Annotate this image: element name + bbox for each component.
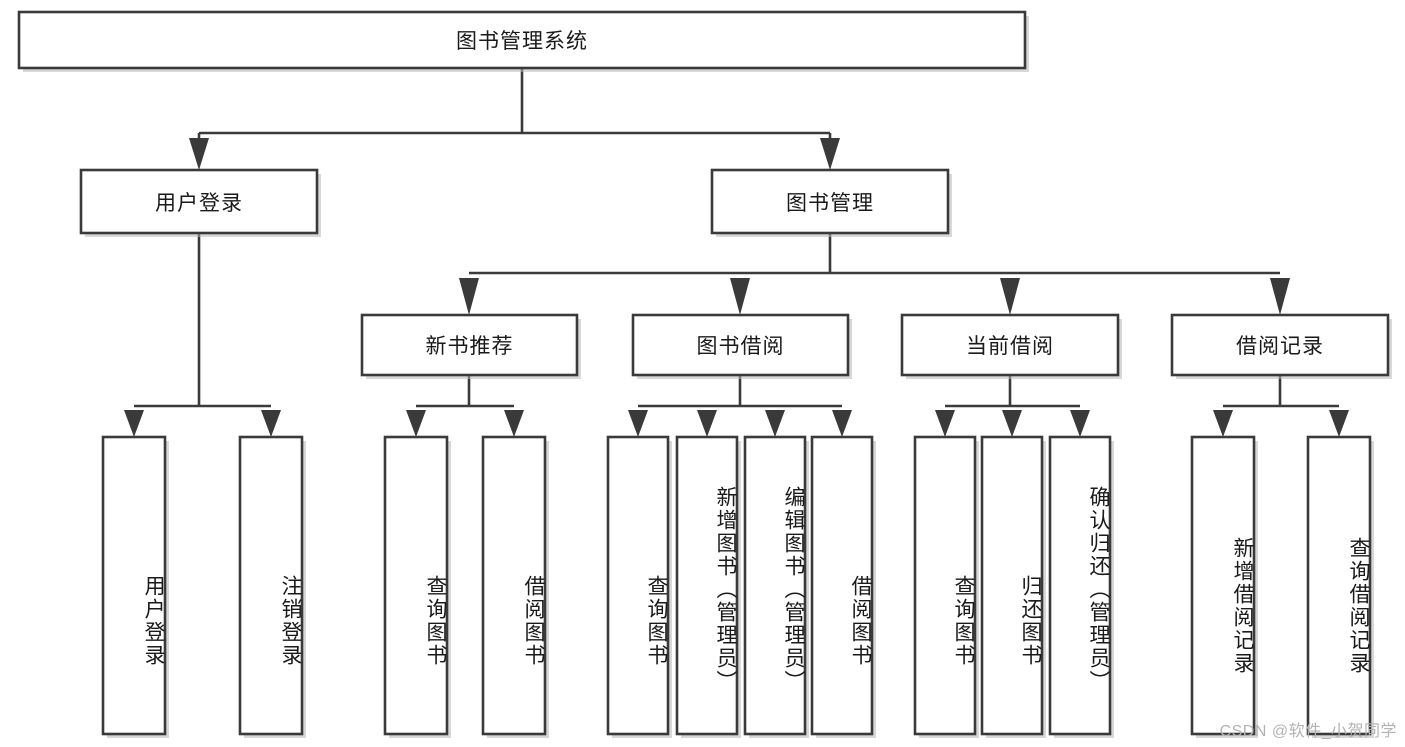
leaf-box[interactable]	[913, 435, 977, 736]
connector-group-book-manage	[459, 233, 1290, 315]
node-book-manage-box[interactable]	[710, 168, 950, 235]
connector-group-new-book-recommend	[406, 375, 524, 437]
node-borrow-record-box[interactable]	[1170, 313, 1390, 377]
arrow-head-book-manage	[820, 138, 840, 170]
leaf-box[interactable]	[383, 435, 449, 736]
leaf-box[interactable]	[743, 435, 807, 736]
leaf-box[interactable]	[1306, 435, 1372, 736]
arrow-head-leaf-user-login	[124, 410, 144, 437]
node-book-borrow-box[interactable]	[631, 313, 850, 377]
arrow-head-leaf-confirm-return	[1070, 410, 1090, 437]
arrow-head-leaf-add-book	[697, 410, 717, 437]
node-borrow-record[interactable]	[1170, 313, 1392, 379]
arrow-head-borrow-record	[1270, 278, 1290, 315]
node-leaf-logout-login[interactable]	[238, 435, 306, 738]
node-leaf-query-record[interactable]	[1306, 435, 1374, 738]
node-leaf-edit-book[interactable]	[743, 435, 809, 738]
leaf-box[interactable]	[101, 435, 167, 736]
leaf-box[interactable]	[810, 435, 874, 736]
node-leaf-return-book[interactable]	[980, 435, 1046, 738]
node-leaf-borrow-book-1[interactable]	[481, 435, 549, 738]
leaf-box[interactable]	[1048, 435, 1112, 736]
arrow-head-new-book-recommend	[459, 278, 479, 315]
leaf-box[interactable]	[606, 435, 670, 736]
connector-group-book-borrow	[628, 375, 852, 437]
node-leaf-confirm-return[interactable]	[1048, 435, 1114, 738]
node-leaf-add-book[interactable]	[675, 435, 741, 738]
node-leaf-add-record[interactable]	[1190, 435, 1258, 738]
node-current-borrow[interactable]	[900, 313, 1122, 379]
arrow-head-leaf-query-book-1	[406, 410, 426, 437]
connector-group-borrow-record	[1213, 375, 1349, 437]
arrow-head-current-borrow	[1000, 278, 1020, 315]
arrow-head-leaf-edit-book	[765, 410, 785, 437]
node-user-login[interactable]	[79, 168, 321, 237]
node-leaf-query-book-1[interactable]	[383, 435, 451, 738]
connector-group-current-borrow	[935, 375, 1090, 437]
node-book-borrow[interactable]	[631, 313, 852, 379]
arrow-head-leaf-add-record	[1213, 410, 1233, 437]
leaf-box[interactable]	[481, 435, 547, 736]
node-new-book-recommend-box[interactable]	[360, 313, 579, 377]
connector-group-root	[189, 68, 840, 170]
arrow-head-leaf-borrow-book-2	[832, 410, 852, 437]
leaf-box[interactable]	[675, 435, 739, 736]
connector-group-user-login	[124, 233, 281, 437]
arrow-head-leaf-query-book-2	[628, 410, 648, 437]
arrow-head-leaf-query-record	[1329, 410, 1349, 437]
arrow-head-leaf-logout-login	[261, 410, 281, 437]
node-leaf-query-book-2[interactable]	[606, 435, 672, 738]
leaf-box[interactable]	[238, 435, 304, 736]
arrow-head-leaf-query-book-3	[935, 410, 955, 437]
node-new-book-recommend[interactable]	[360, 313, 581, 379]
node-leaf-borrow-book-2[interactable]	[810, 435, 876, 738]
node-root[interactable]	[17, 10, 1029, 72]
arrow-head-leaf-return-book	[1002, 410, 1022, 437]
node-root-box[interactable]	[17, 10, 1027, 70]
node-current-borrow-box[interactable]	[900, 313, 1120, 377]
node-book-manage[interactable]	[710, 168, 952, 237]
arrow-head-leaf-borrow-book-1	[504, 410, 524, 437]
leaf-box[interactable]	[980, 435, 1044, 736]
node-leaf-user-login[interactable]	[101, 435, 169, 738]
leaf-box[interactable]	[1190, 435, 1256, 736]
node-leaf-query-book-3[interactable]	[913, 435, 979, 738]
node-user-login-box[interactable]	[79, 168, 319, 235]
arrow-head-book-borrow	[730, 278, 750, 315]
arrow-head-user-login	[189, 138, 209, 170]
